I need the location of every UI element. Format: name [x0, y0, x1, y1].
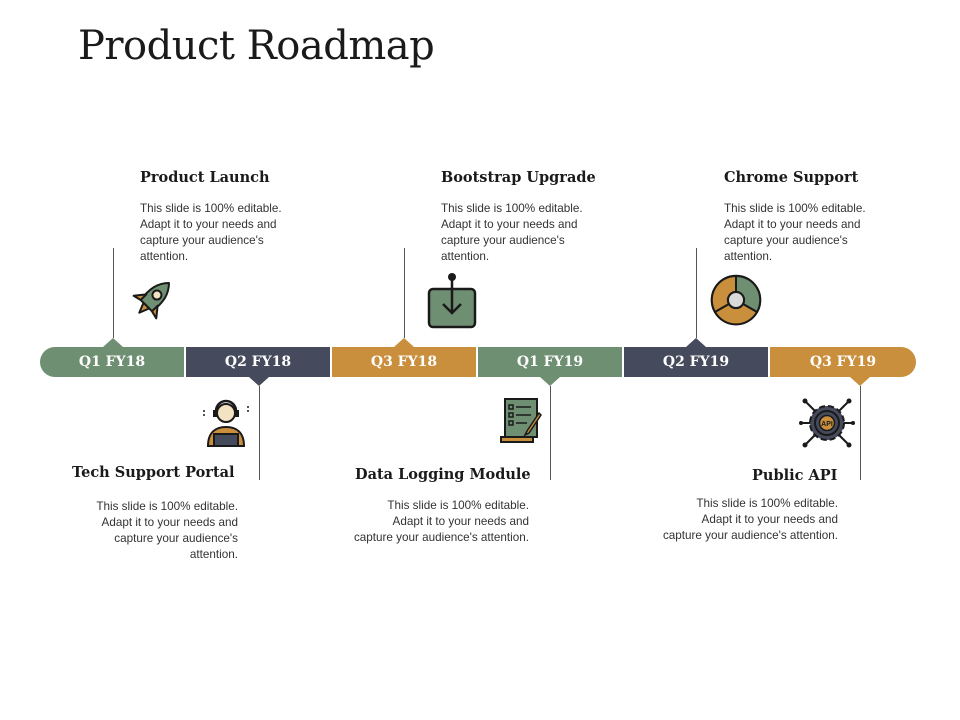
- timeline-segment-q3-fy18: Q3 FY18: [332, 347, 476, 377]
- download-icon: [427, 273, 477, 329]
- marker-up-2: [394, 338, 414, 347]
- milestone-heading: Product Launch: [140, 169, 270, 186]
- timeline-segment-q2-fy19: Q2 FY19: [624, 347, 768, 377]
- milestone-description: This slide is 100% editable. Adapt it to…: [724, 202, 866, 263]
- connector-line: [550, 386, 551, 480]
- connector-line: [259, 386, 260, 480]
- checklist-icon: [500, 398, 542, 443]
- marker-up-3: [686, 338, 706, 347]
- milestone-description: This slide is 100% editable. Adapt it to…: [441, 202, 583, 263]
- timeline-segment-q2-fy18: Q2 FY18: [186, 347, 330, 377]
- milestone-heading: Data Logging Module: [355, 466, 531, 483]
- svg-text:API: API: [821, 421, 833, 428]
- marker-down-1: [249, 377, 269, 386]
- api-gear-icon: API: [799, 398, 855, 448]
- milestone-description: This slide is 100% editable. Adapt it to…: [353, 499, 529, 544]
- connector-line: [113, 248, 114, 338]
- milestone-description: This slide is 100% editable. Adapt it to…: [662, 497, 838, 542]
- timeline-segment-q1-fy19: Q1 FY19: [478, 347, 622, 377]
- slide-title: Product Roadmap: [78, 23, 435, 69]
- connector-line: [860, 386, 861, 480]
- marker-down-3: [850, 377, 870, 386]
- timeline-segment-q3-fy19: Q3 FY19: [770, 347, 916, 377]
- marker-down-2: [540, 377, 560, 386]
- connector-line: [696, 248, 697, 338]
- support-agent-icon: [203, 399, 249, 447]
- rocket-icon: [132, 282, 170, 320]
- timeline-segment-q1-fy18: Q1 FY18: [40, 347, 184, 377]
- milestone-heading: Public API: [752, 467, 838, 484]
- milestone-heading: Tech Support Portal: [72, 464, 235, 481]
- chrome-icon: [710, 274, 762, 326]
- milestone-description: This slide is 100% editable. Adapt it to…: [140, 202, 282, 263]
- milestone-heading: Bootstrap Upgrade: [441, 169, 596, 186]
- marker-up-1: [103, 338, 123, 347]
- connector-line: [404, 248, 405, 338]
- milestone-heading: Chrome Support: [724, 169, 859, 186]
- milestone-description: This slide is 100% editable. Adapt it to…: [96, 500, 238, 561]
